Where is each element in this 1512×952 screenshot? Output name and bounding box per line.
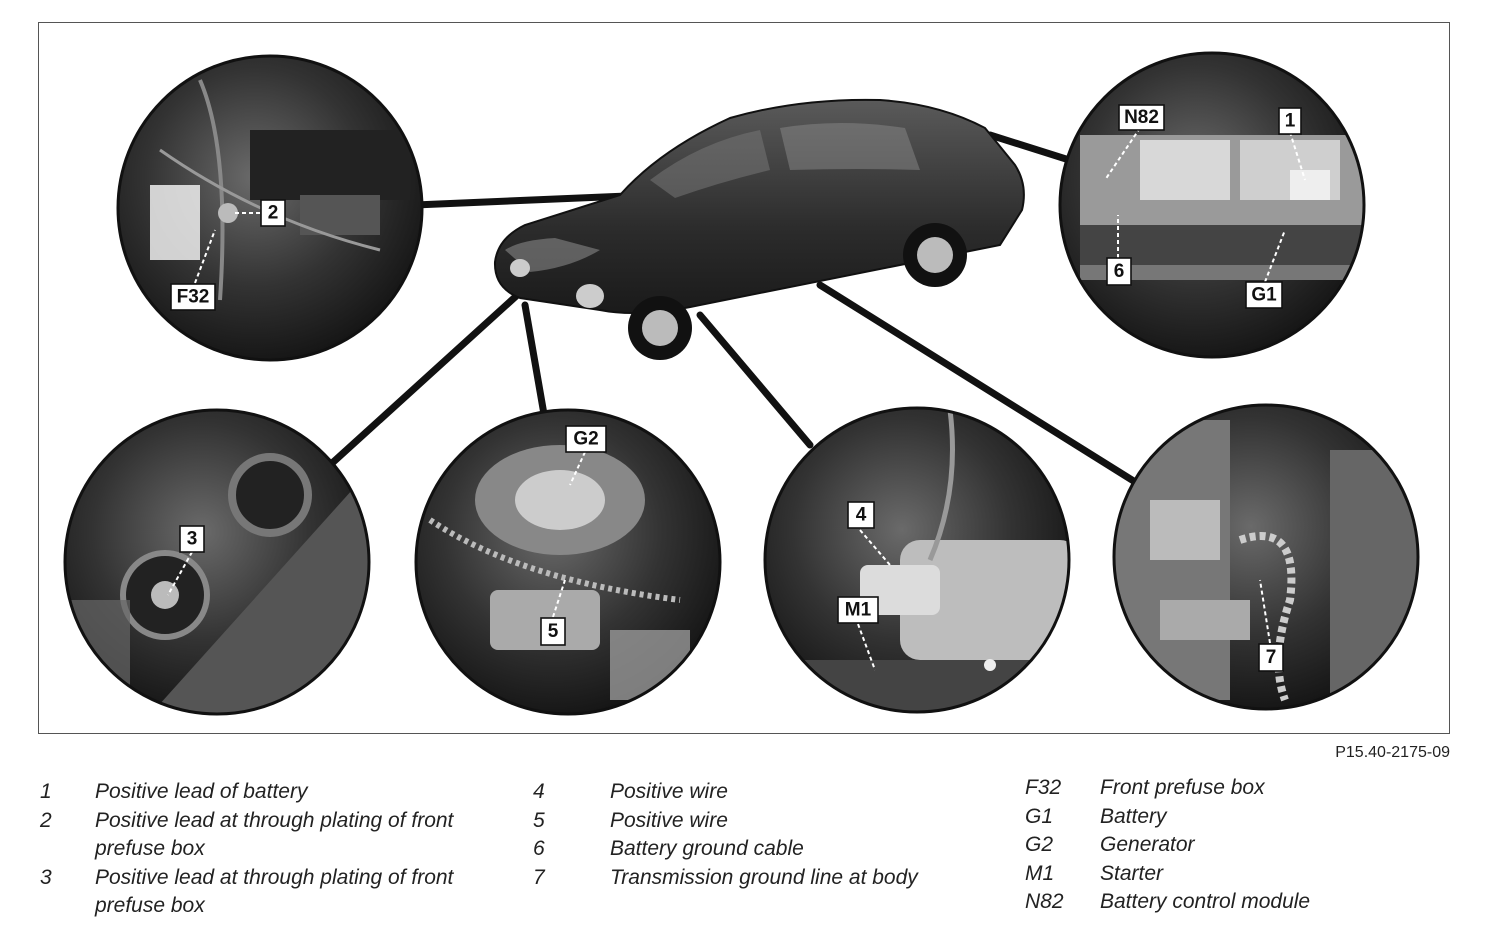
- legend-key: 1: [40, 780, 52, 803]
- legend-row: 5 Positive wire: [533, 807, 980, 836]
- callout-7: 7: [1258, 643, 1284, 672]
- legend-text: Starter: [1100, 861, 1164, 885]
- legend-text: Positive wire: [610, 808, 728, 832]
- legend-key: G1: [1025, 804, 1054, 828]
- callout-1-text: 1: [1285, 111, 1296, 132]
- legend-key: 2: [40, 808, 52, 832]
- legend-row: 1 Positive lead of battery: [40, 778, 475, 807]
- callout-4-text: 4: [856, 505, 867, 526]
- callout-g2: G2: [565, 425, 607, 453]
- callout-f32-text: F32: [177, 287, 210, 308]
- legend-row: F32 Front prefuse box: [1025, 774, 1400, 803]
- legend-key: M1: [1025, 861, 1055, 885]
- callout-g1: G1: [1245, 281, 1283, 309]
- callout-pointers: [167, 127, 1306, 671]
- legend-text: Positive lead at through plating of fron…: [95, 865, 454, 918]
- legend-key: 6: [533, 837, 545, 860]
- detail-circle-ground-line: [1112, 403, 1420, 711]
- leader-line-generator: [521, 301, 549, 424]
- callout-3: 3: [179, 525, 205, 553]
- legend-column-components: F32 Front prefuse box G1 Battery G2 Generat…: [1025, 774, 1400, 917]
- legend-row: 6 Battery ground cable: [533, 835, 980, 864]
- legend-text: Battery ground cable: [610, 837, 804, 860]
- legend-text: Positive lead at through plating of fron…: [95, 808, 454, 861]
- callout-5-text: 5: [548, 621, 559, 642]
- detail-circle-generator: [414, 408, 722, 716]
- legend-text: Battery control module: [1100, 890, 1311, 913]
- leader-line-prefuse: [411, 191, 654, 209]
- callout-m1: M1: [837, 596, 879, 624]
- legend-row: 3 Positive lead at through plating of fro…: [40, 864, 475, 921]
- callout-6-text: 6: [1114, 261, 1125, 282]
- detail-circle-battery: [1058, 51, 1366, 359]
- legend-text: Generator: [1100, 833, 1195, 856]
- legend-text: Transmission ground line at body: [610, 865, 918, 889]
- callout-1: 1: [1278, 107, 1302, 135]
- callout-5: 5: [540, 617, 566, 646]
- callout-3-text: 3: [187, 529, 198, 550]
- car-illustration: [493, 98, 1025, 360]
- legend-text: Battery: [1100, 804, 1167, 828]
- callout-6: 6: [1106, 257, 1132, 286]
- legend-row: N82 Battery control module: [1025, 888, 1400, 917]
- legend-key: G2: [1025, 833, 1054, 856]
- legend-row: G1 Battery: [1025, 803, 1400, 832]
- legend-row: G2 Generator: [1025, 831, 1400, 860]
- callout-2: 2: [260, 199, 286, 227]
- legend-text: Positive wire: [610, 780, 728, 803]
- callout-2-text: 2: [268, 203, 279, 224]
- legend-key: 7: [533, 865, 545, 889]
- legend-key: 5: [533, 808, 545, 832]
- legend-row: 4 Positive wire: [533, 778, 980, 807]
- detail-circle-through-plating: [63, 408, 371, 716]
- legend-key: 3: [40, 865, 52, 889]
- callout-g1-text: G1: [1251, 285, 1277, 306]
- legend-row: M1 Starter: [1025, 860, 1400, 889]
- callout-n82: N82: [1118, 104, 1165, 131]
- leader-line-ground: [816, 281, 1144, 489]
- legend-text: Front prefuse box: [1100, 776, 1265, 799]
- callout-7-text: 7: [1266, 647, 1277, 668]
- legend-key: N82: [1025, 890, 1064, 913]
- legend-row: 2 Positive lead at through plating of fro…: [40, 807, 475, 864]
- callout-g2-text: G2: [573, 429, 598, 450]
- figure-frame: [38, 22, 1450, 734]
- legend-key: F32: [1025, 776, 1062, 799]
- detail-circle-starter: [763, 406, 1071, 714]
- legend-row: 7 Transmission ground line at body: [533, 864, 980, 893]
- callout-f32: F32: [170, 283, 216, 311]
- legend-text: Positive lead of battery: [95, 780, 308, 803]
- callout-4: 4: [847, 501, 875, 529]
- callout-n82-text: N82: [1124, 107, 1159, 128]
- leader-line-starter: [696, 311, 814, 449]
- legend-key: 4: [533, 780, 545, 803]
- callout-m1-text: M1: [845, 600, 872, 621]
- figure-code: P15.40-2175-09: [1335, 744, 1450, 761]
